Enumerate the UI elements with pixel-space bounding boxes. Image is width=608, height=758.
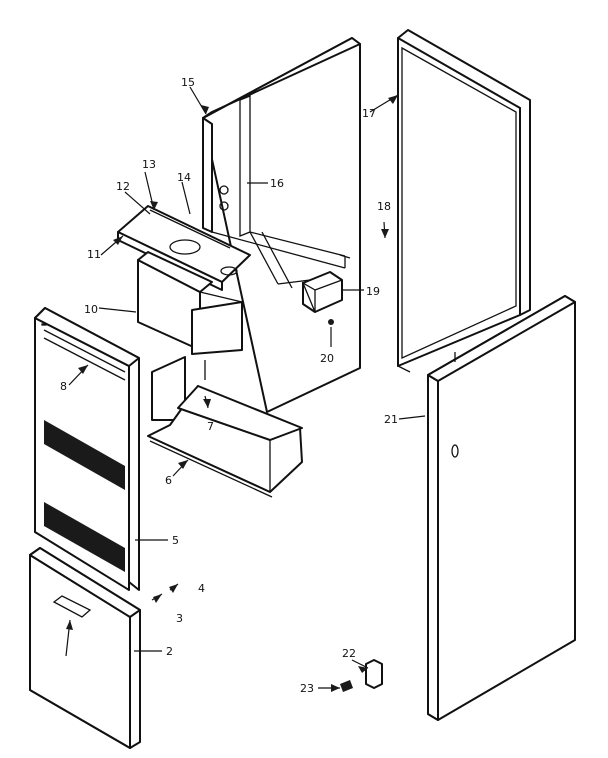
callout-22: 22: [342, 647, 356, 660]
callout-19: 19: [366, 285, 380, 298]
lower-front-door: [29, 547, 141, 749]
callout-6: 6: [165, 474, 172, 487]
callout-5: 5: [172, 534, 179, 547]
heat-exchanger-tray: [147, 356, 303, 498]
right-side-panel: [427, 295, 576, 721]
control-box: [301, 271, 343, 325]
callout-23: 23: [300, 682, 314, 695]
callout-18: 18: [377, 200, 391, 213]
callout-16: 16: [270, 177, 284, 190]
callout-12: 12: [116, 180, 130, 193]
callout-13: 13: [142, 158, 156, 171]
callout-15: 15: [181, 76, 195, 89]
callout-10: 10: [84, 303, 98, 316]
callout-3: 3: [176, 612, 183, 625]
callout-2: 2: [166, 645, 173, 658]
callout-17: 17: [362, 107, 376, 120]
front-upper-panel: [34, 307, 140, 591]
rear-side-panel: [397, 29, 531, 373]
callout-8: 8: [60, 380, 67, 393]
callout-14: 14: [177, 171, 191, 184]
burner-assembly: [117, 205, 251, 355]
callout-labels: 15 17 16 13 12 14 11 10 8 7 6 5 4 3 2 18…: [60, 76, 398, 695]
callout-20: 20: [320, 352, 334, 365]
callout-7: 7: [207, 420, 214, 433]
cabinet-back-wall: [202, 37, 361, 413]
leader-arrowheads: [66, 95, 398, 692]
callout-4: 4: [198, 582, 205, 595]
callout-11: 11: [87, 248, 101, 261]
callout-21: 21: [384, 413, 398, 426]
small-hardware: [340, 659, 383, 692]
